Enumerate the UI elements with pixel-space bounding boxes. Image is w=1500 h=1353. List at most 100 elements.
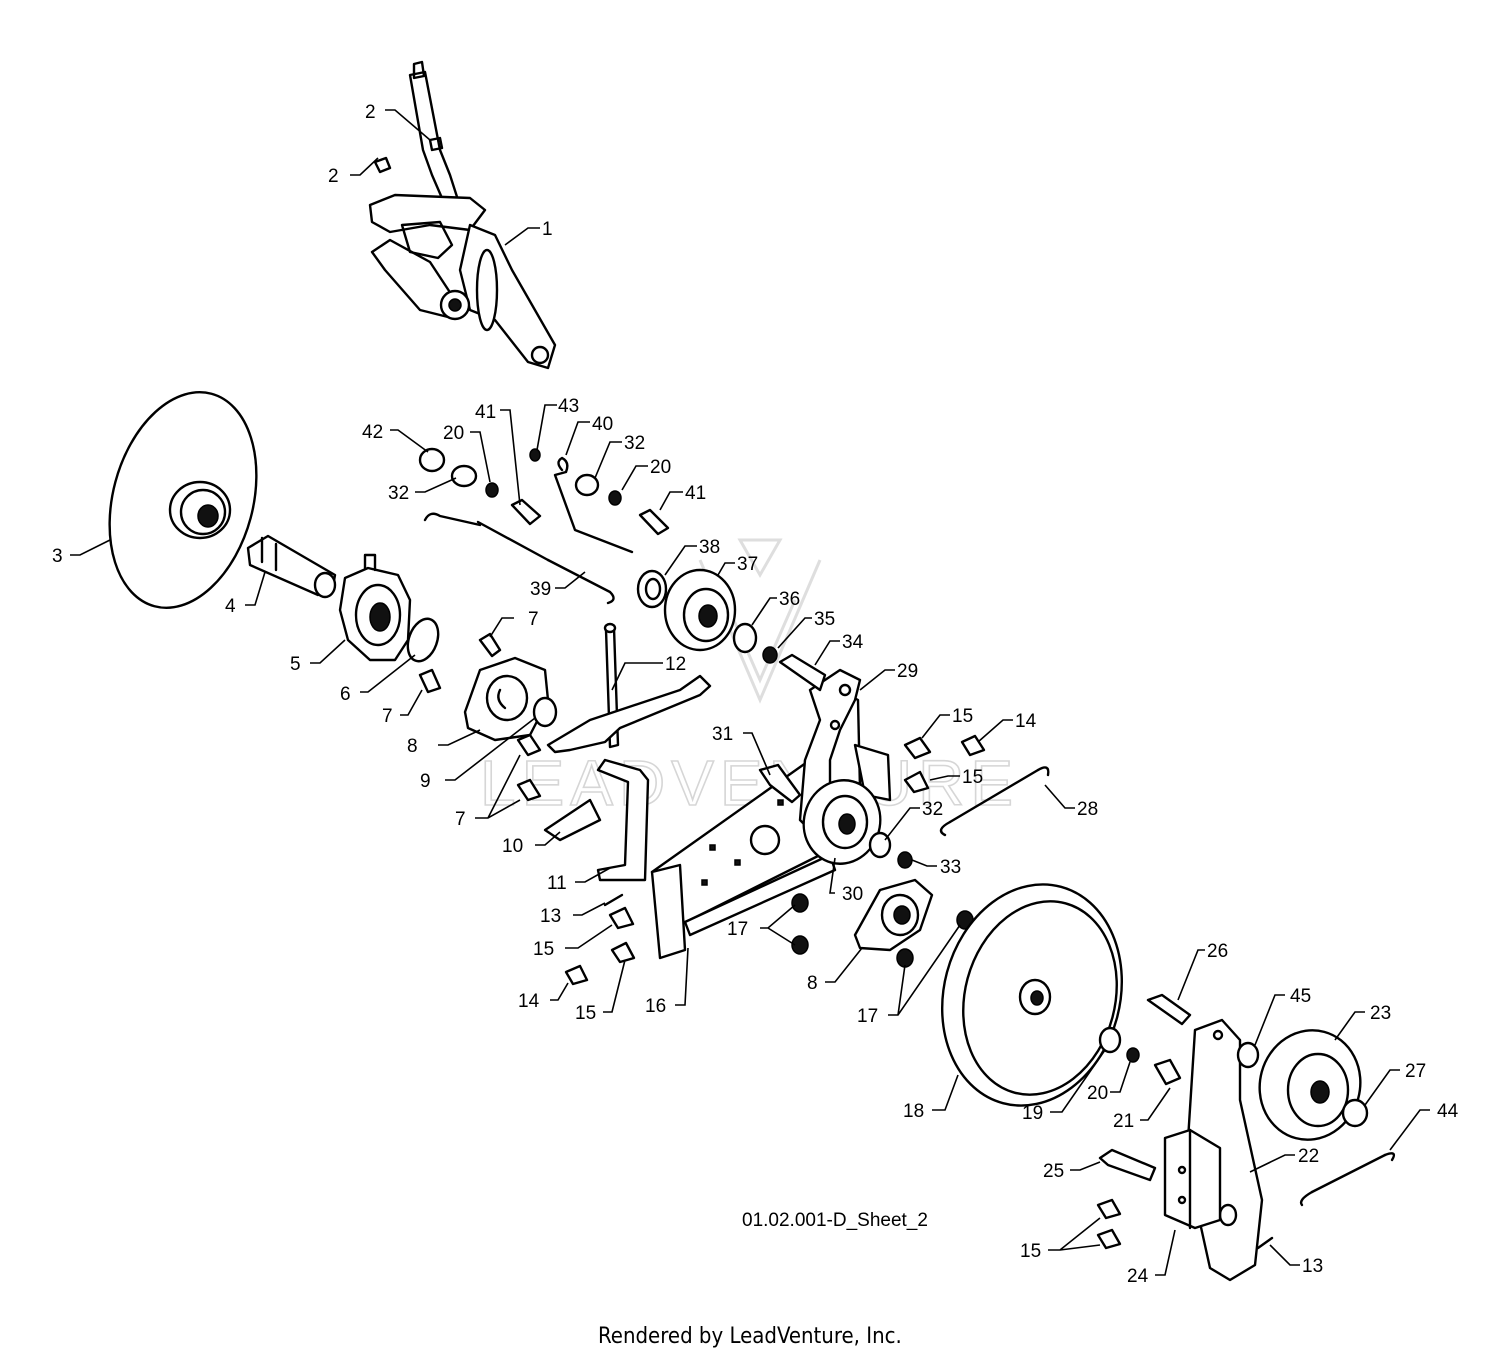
part-42-cap [418, 447, 446, 473]
callout-19: 19 [1022, 1103, 1043, 1124]
part-19-washer [1098, 1026, 1122, 1054]
callout-35: 35 [814, 609, 835, 630]
part-40-rod [553, 456, 634, 554]
callout-27: 27 [1405, 1061, 1426, 1082]
callout-45: 45 [1290, 986, 1311, 1007]
callout-14: 14 [518, 991, 540, 1012]
part-36-washer [732, 622, 758, 654]
callout-7: 7 [382, 706, 393, 727]
callout-15: 15 [1020, 1241, 1041, 1262]
part-18-drive-pulley [940, 883, 1124, 1107]
callout-32: 32 [624, 433, 645, 454]
callout-20: 20 [443, 423, 464, 444]
callout-12: 12 [665, 654, 686, 675]
part-3-friction-disc [108, 391, 258, 609]
callout-25: 25 [1043, 1161, 1064, 1182]
part-24-bracket [1163, 1128, 1222, 1230]
callout-6: 6 [340, 684, 351, 705]
part-15-bolt-d [903, 770, 930, 794]
part-20-lockwasher-a [485, 482, 499, 498]
part-30-idler-pulley [802, 779, 882, 865]
callout-5: 5 [290, 654, 301, 675]
callout-17: 17 [857, 1006, 878, 1027]
callout-43: 43 [558, 396, 579, 417]
callout-1: 1 [542, 219, 553, 240]
callout-34: 34 [842, 632, 864, 653]
callout-29: 29 [897, 661, 918, 682]
part-20-lockwasher-c [1126, 1047, 1140, 1063]
part-4-shaft [246, 534, 337, 599]
part-13-pin-b [1256, 1236, 1274, 1250]
callout-40: 40 [592, 414, 613, 435]
callout-26: 26 [1207, 941, 1228, 962]
callout-18: 18 [903, 1101, 924, 1122]
part-28-spring [939, 766, 1050, 837]
part-17-nut-a [791, 893, 809, 913]
callout-labels: 2 2 1 3 4 5 6 7 7 7 8 9 10 11 12 13 15 1… [52, 102, 1459, 1287]
callout-44: 44 [1437, 1101, 1459, 1122]
part-43-nut [529, 448, 541, 462]
part-23-idler-pulley [1258, 1029, 1362, 1141]
part-8-flange-bearing-right [853, 878, 934, 952]
part-8-flange-bearing-left [463, 656, 550, 742]
part-17-nut-b [791, 935, 809, 955]
callout-15: 15 [575, 1003, 596, 1024]
credit-footer: Rendered by LeadVenture, Inc. [598, 1324, 902, 1349]
part-5-bearing-housing [338, 553, 412, 662]
part-15-bolt-c [903, 736, 932, 760]
callout-32: 32 [388, 483, 409, 504]
callout-15: 15 [962, 767, 983, 788]
callout-14: 14 [1015, 711, 1037, 732]
callout-41: 41 [475, 402, 496, 423]
part-44-spring [1299, 1152, 1396, 1207]
callout-2: 2 [365, 102, 376, 123]
callout-2: 2 [328, 166, 339, 187]
callout-20: 20 [1087, 1083, 1108, 1104]
callout-15: 15 [952, 706, 973, 727]
callout-37: 37 [737, 554, 758, 575]
callout-31: 31 [712, 724, 733, 745]
part-37-pulley [663, 568, 737, 652]
callout-17: 17 [727, 919, 748, 940]
part-15-bolt-b [610, 941, 636, 964]
part-41-bolt-a [510, 498, 542, 526]
part-41-bolt-b [638, 508, 670, 536]
callout-30: 30 [842, 884, 863, 905]
part-33-nut [897, 851, 913, 869]
callout-23: 23 [1370, 1003, 1391, 1024]
part-32-washer-b [574, 473, 600, 497]
callout-3: 3 [52, 546, 63, 567]
callout-32: 32 [922, 799, 943, 820]
callout-9: 9 [420, 771, 431, 792]
callout-11: 11 [547, 873, 567, 894]
callout-22: 22 [1298, 1146, 1319, 1167]
part-17-nut-d [896, 948, 914, 968]
callout-7: 7 [528, 609, 539, 630]
callout-13: 13 [1302, 1256, 1323, 1277]
part-9-washer [532, 696, 558, 728]
part-25-bolt [1098, 1148, 1157, 1182]
callout-42: 42 [362, 422, 383, 443]
part-13-pin-a [603, 893, 624, 907]
leader-lines [70, 109, 1430, 1276]
part-14-bolt-b [960, 734, 986, 757]
callout-36: 36 [779, 589, 800, 610]
callout-41: 41 [685, 483, 706, 504]
callout-8: 8 [807, 973, 818, 994]
callout-15: 15 [533, 939, 554, 960]
part-26-bolt [1146, 993, 1192, 1026]
part-15-bolt-e [1096, 1198, 1122, 1220]
part-6-retaining-ring [406, 617, 440, 663]
callout-20: 20 [650, 457, 671, 478]
callout-33: 33 [940, 857, 961, 878]
callout-28: 28 [1077, 799, 1098, 820]
part-15-bolt-a [608, 906, 635, 930]
callout-8: 8 [407, 736, 418, 757]
callout-7: 7 [455, 809, 466, 830]
part-11-bracket [596, 758, 650, 882]
part-20-lockwasher-b [608, 490, 622, 506]
part-15-bolt-f [1096, 1228, 1122, 1250]
part-14-bolt-a [564, 964, 589, 986]
part-35-nut [762, 646, 778, 664]
part-39-spring [423, 512, 615, 605]
